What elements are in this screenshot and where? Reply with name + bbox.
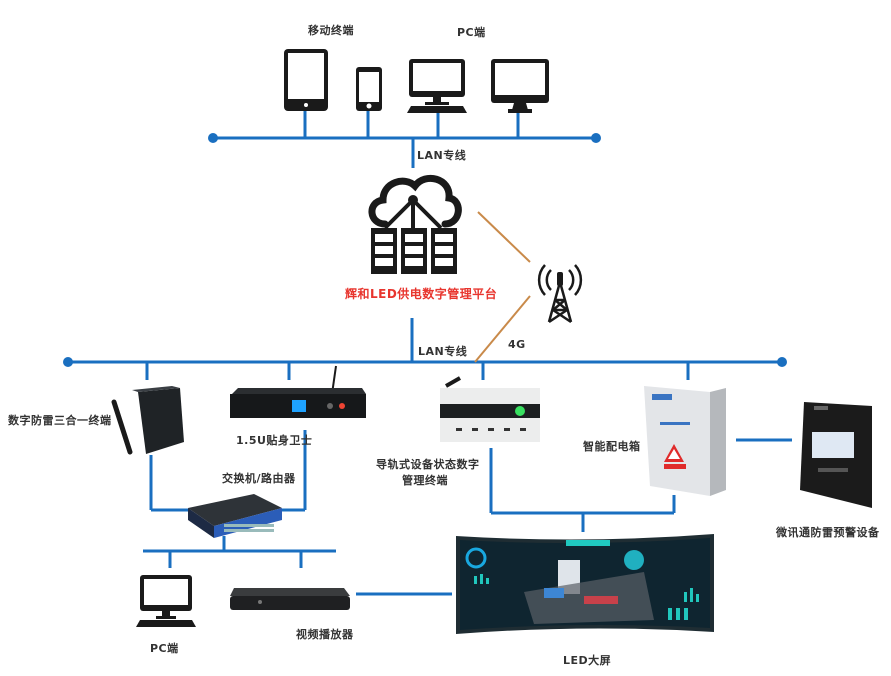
- cloud-server-icon: [368, 174, 462, 274]
- switch-router-device: [188, 494, 282, 538]
- warning-device-label: 微讯通防雷预警设备: [776, 526, 880, 539]
- smartphone-icon: [356, 67, 382, 111]
- rail-terminal-label-line2: 管理终端: [402, 474, 448, 487]
- pc-bottom-icon: [136, 575, 196, 627]
- monitor-icon: [491, 59, 549, 113]
- mobile-terminal-label: 移动终端: [308, 24, 354, 37]
- cell-tower-icon: [537, 264, 583, 324]
- lightning-terminal-device: [111, 386, 184, 455]
- switch-router-label: 交换机/路由器: [222, 472, 296, 485]
- guard-1-5u-label: 1.5U贴身卫士: [236, 434, 313, 447]
- led-screen-label: LED大屏: [563, 654, 612, 667]
- lightning-terminal-label: 数字防雷三合一终端: [8, 414, 112, 427]
- lan-label-mid: LAN专线: [418, 345, 468, 358]
- led-screen-device: [456, 534, 714, 634]
- pc-terminal-label: PC端: [457, 26, 486, 39]
- guard-1-5u-device: [230, 365, 366, 418]
- lan-label-top: LAN专线: [417, 149, 467, 162]
- wireless-4g-label: 4G: [508, 338, 526, 351]
- rail-terminal-device: [440, 376, 540, 442]
- warning-device: [800, 402, 872, 508]
- video-player-label: 视频播放器: [296, 628, 354, 641]
- tablet-icon: [284, 49, 328, 111]
- video-player-device: [230, 588, 350, 610]
- desktop-computer-icon: [407, 59, 467, 113]
- platform-label: 辉和LED供电数字管理平台: [345, 287, 498, 301]
- smart-distribution-box-device: [644, 386, 726, 496]
- rail-terminal-label-line1: 导轨式设备状态数字: [376, 458, 480, 471]
- smart-distribution-box-label: 智能配电箱: [583, 440, 641, 453]
- pc-bottom-label: PC端: [150, 642, 179, 655]
